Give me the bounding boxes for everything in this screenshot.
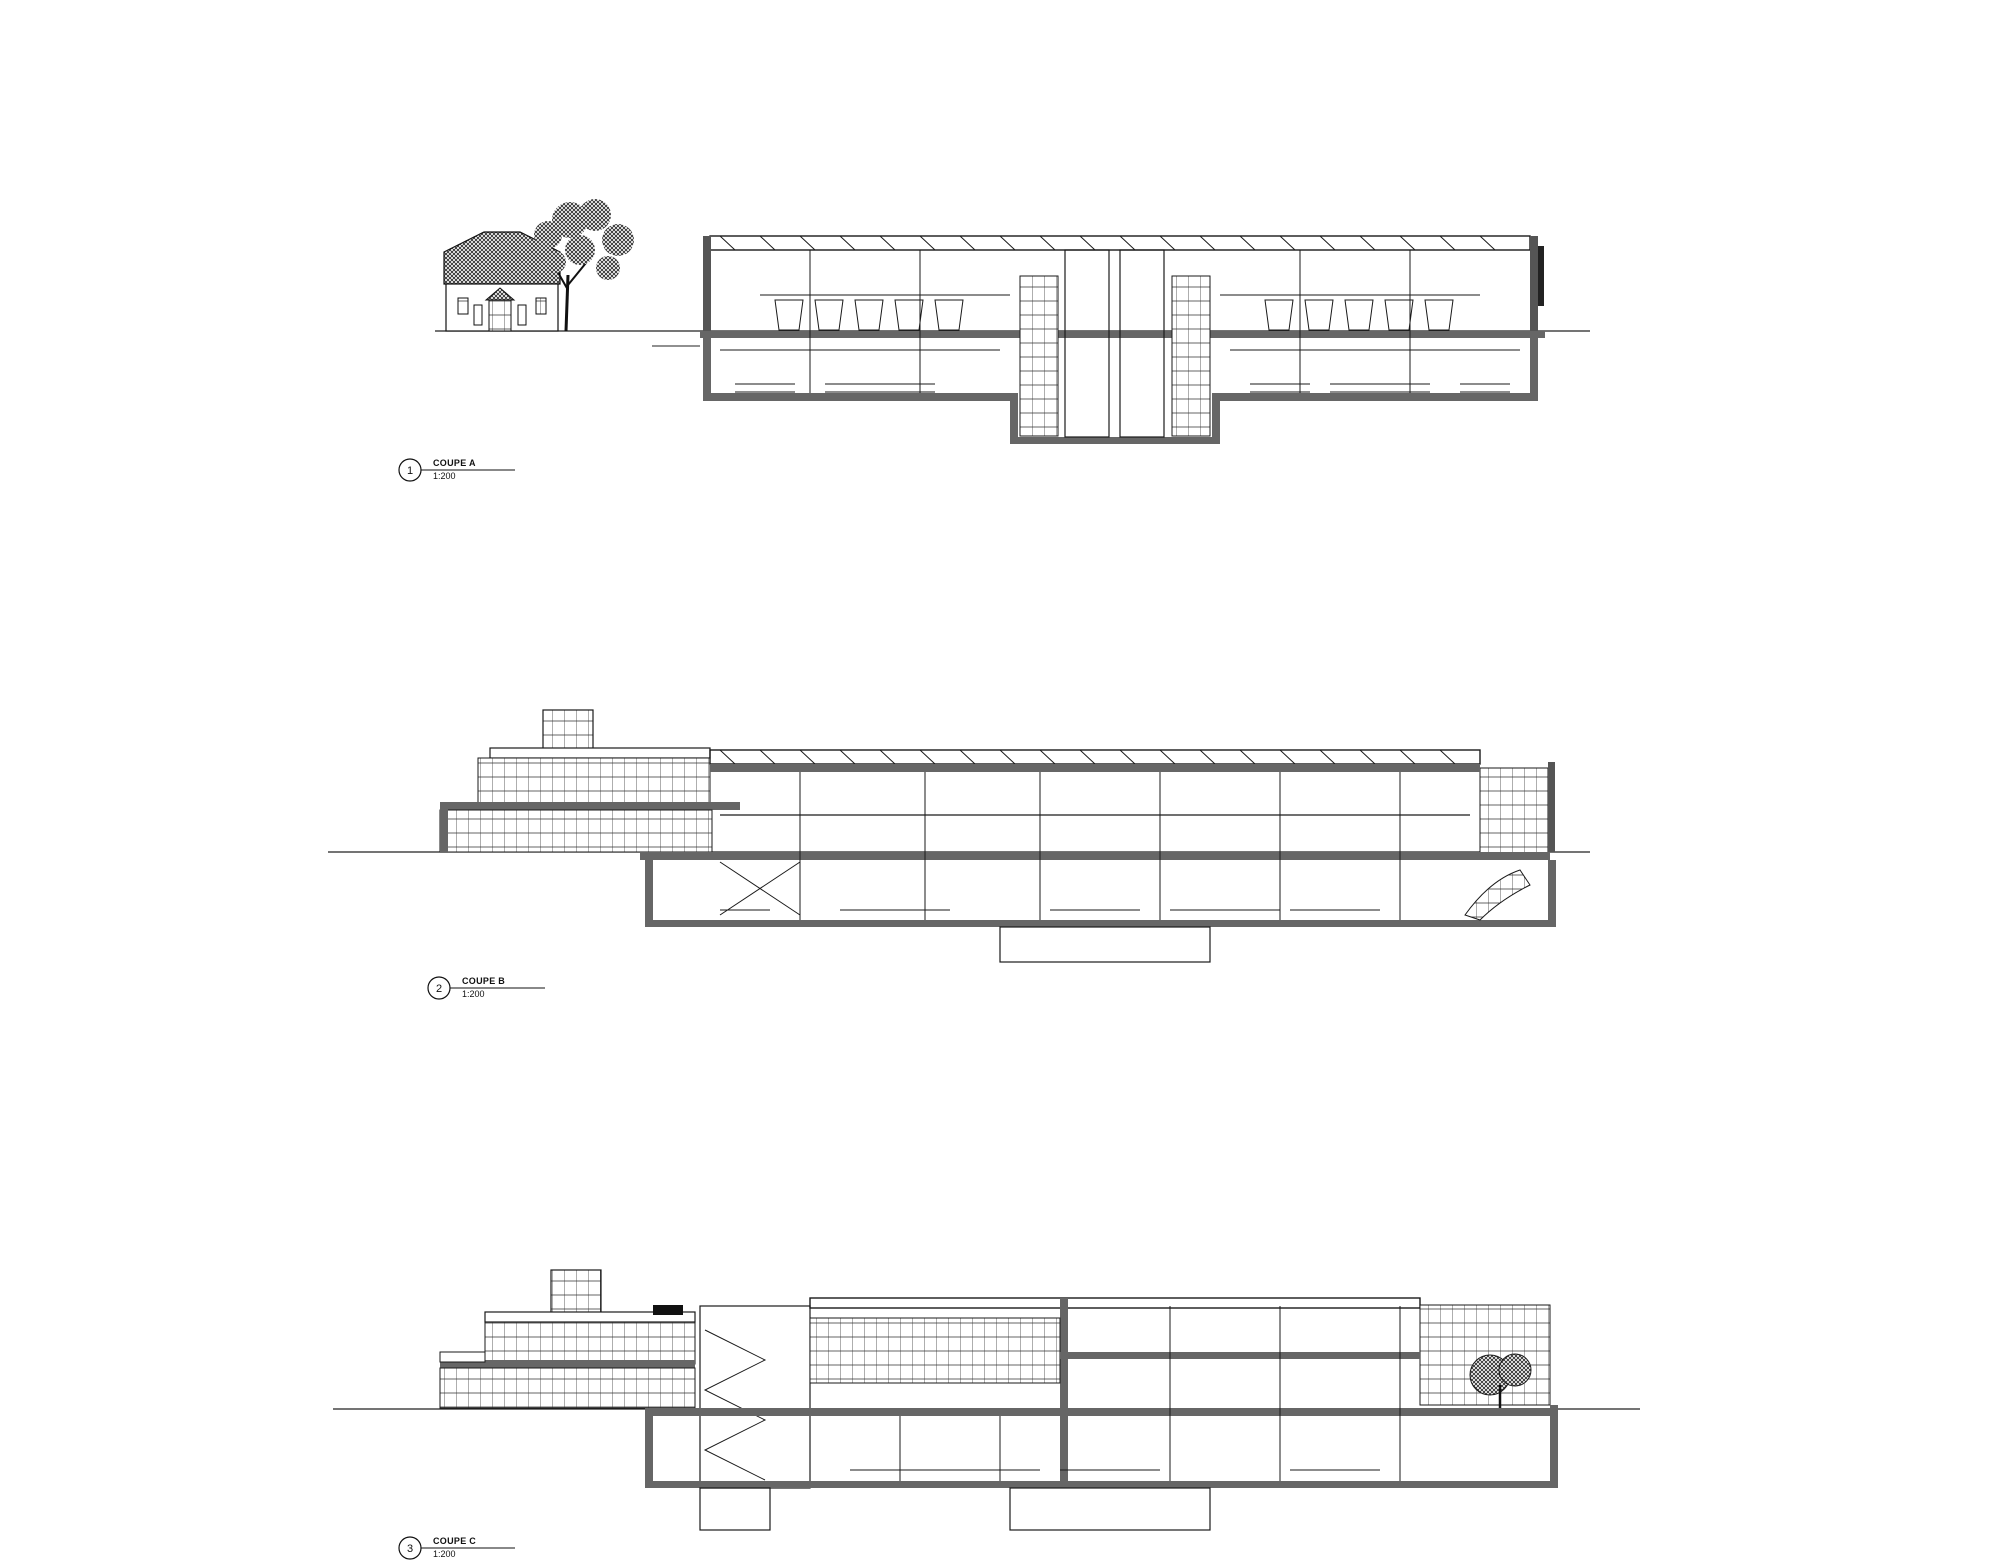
section-c-label: 3 COUPE C 1:200 — [398, 1536, 515, 1560]
building-a — [700, 235, 1545, 444]
section-b: 2 COUPE B 1:200 — [328, 709, 1590, 1000]
section-c-scale: 1:200 — [433, 1549, 456, 1559]
building-b — [439, 709, 1556, 963]
section-a-scale: 1:200 — [433, 471, 456, 481]
section-c: 3 COUPE C 1:200 — [333, 1269, 1640, 1560]
tree-icon — [534, 199, 634, 332]
building-c — [439, 1269, 1558, 1531]
section-c-number: 3 — [407, 1543, 413, 1555]
section-b-title: COUPE B — [462, 976, 505, 986]
section-a: 1 COUPE A 1:200 — [398, 199, 1590, 482]
section-a-label: 1 COUPE A 1:200 — [398, 458, 515, 482]
house-elevation — [443, 231, 561, 332]
section-a-title: COUPE A — [433, 458, 476, 468]
section-c-title: COUPE C — [433, 1536, 476, 1546]
section-a-number: 1 — [407, 465, 413, 477]
section-b-number: 2 — [436, 983, 442, 995]
section-b-scale: 1:200 — [462, 989, 485, 999]
section-b-label: 2 COUPE B 1:200 — [427, 976, 545, 1000]
